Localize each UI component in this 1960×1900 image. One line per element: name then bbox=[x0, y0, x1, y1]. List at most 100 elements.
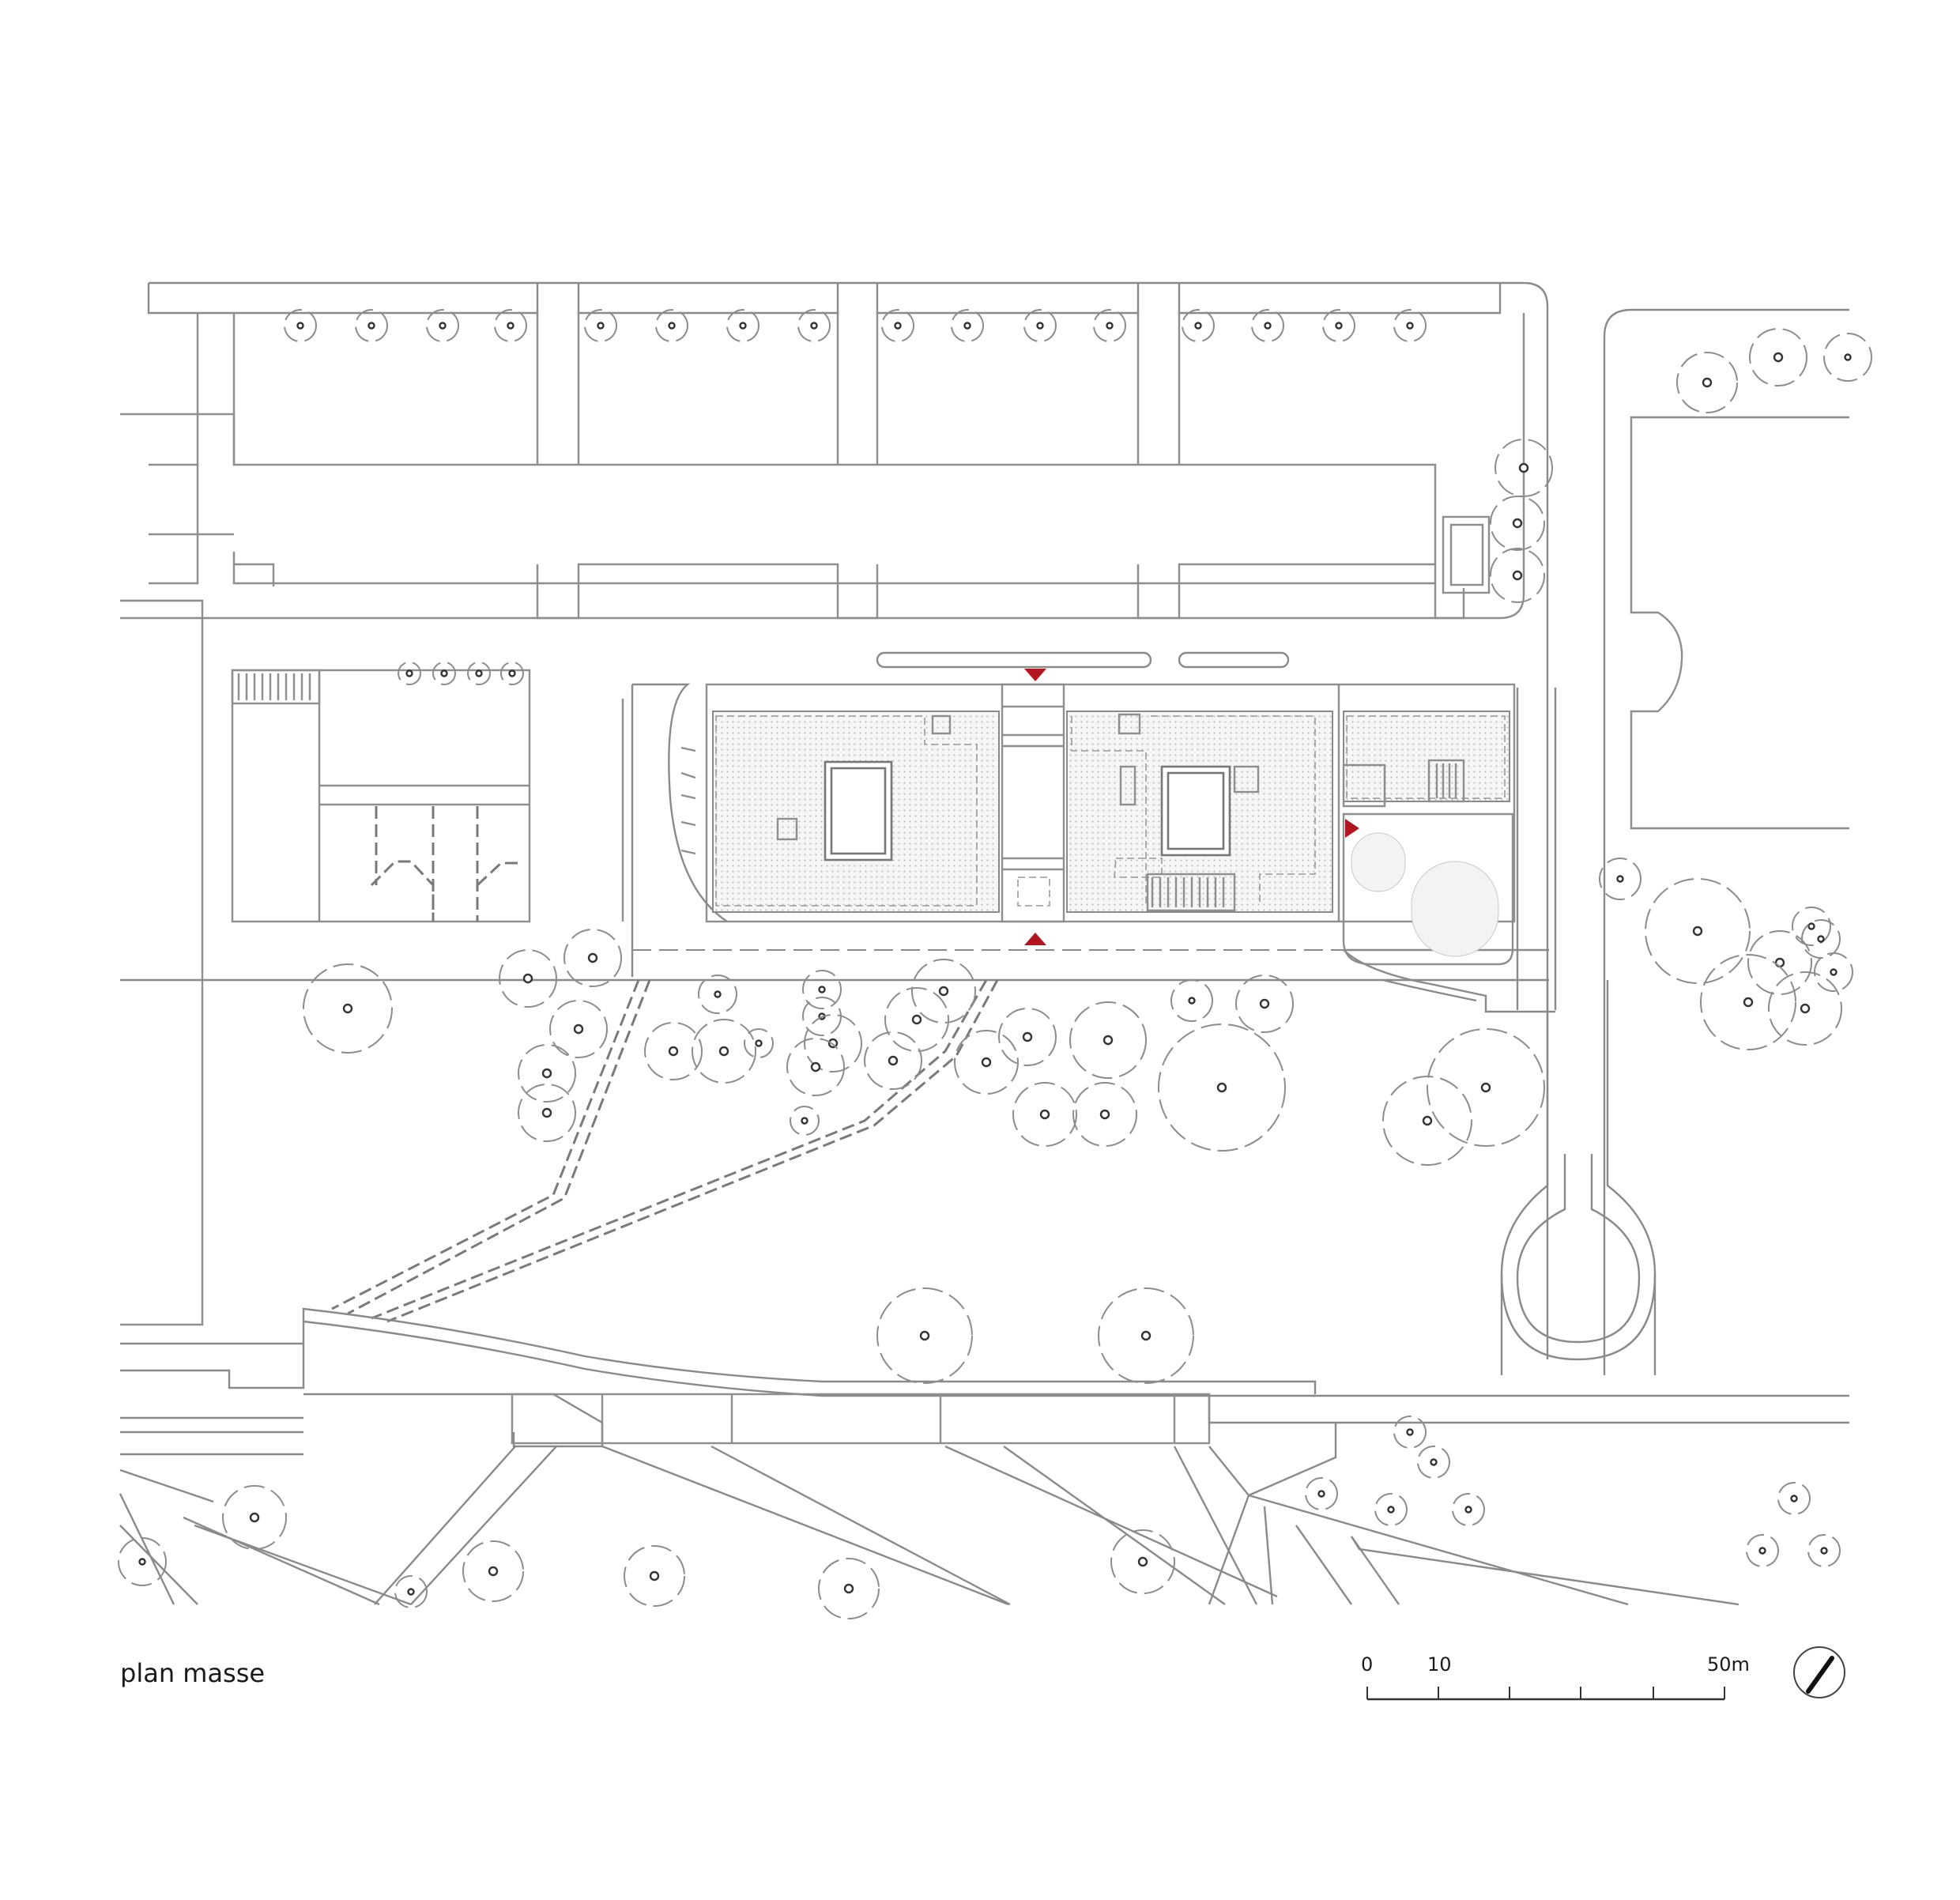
tree-trunk bbox=[1188, 997, 1196, 1005]
tree-canopy bbox=[864, 1031, 922, 1090]
access-lanes bbox=[120, 651, 1557, 1013]
tree-canopy bbox=[1072, 1082, 1137, 1147]
building-west bbox=[231, 669, 624, 923]
tree-trunk bbox=[597, 322, 605, 330]
tree-canopy bbox=[284, 309, 317, 342]
tree-canopy bbox=[500, 662, 524, 685]
tree-canopy bbox=[1749, 328, 1807, 386]
tree-canopy bbox=[954, 1030, 1019, 1095]
tree-trunk bbox=[1844, 353, 1852, 361]
tree-canopy bbox=[744, 1028, 774, 1058]
tree-canopy bbox=[881, 309, 914, 342]
tree-canopy bbox=[564, 929, 622, 987]
tree-trunk bbox=[440, 669, 448, 677]
tree-canopy bbox=[1235, 975, 1294, 1033]
tree-trunk bbox=[888, 1055, 899, 1066]
tree-canopy bbox=[692, 1019, 756, 1084]
tree-trunk bbox=[718, 1046, 729, 1057]
tree-trunk bbox=[919, 1330, 930, 1341]
tree-trunk bbox=[1692, 925, 1703, 937]
tree-trunk bbox=[342, 1003, 353, 1014]
tree-canopy bbox=[499, 949, 557, 1008]
tree-canopy bbox=[118, 1537, 167, 1586]
tree-trunk bbox=[1194, 322, 1202, 330]
tree-trunk bbox=[1039, 1109, 1050, 1120]
tree-canopy bbox=[790, 1106, 820, 1136]
tree-canopy bbox=[432, 662, 456, 685]
tree-trunk bbox=[1036, 322, 1044, 330]
tree-canopy bbox=[1417, 1446, 1450, 1479]
tree-canopy bbox=[1599, 858, 1642, 900]
footpaths bbox=[331, 979, 999, 1323]
tree-canopy bbox=[644, 1022, 703, 1080]
tree-trunk bbox=[818, 986, 826, 993]
tree-trunk bbox=[1406, 322, 1414, 330]
tree-canopy bbox=[1023, 309, 1057, 342]
plan-title: plan masse bbox=[120, 1658, 266, 1688]
tree-trunk bbox=[1773, 352, 1784, 363]
tree-canopy bbox=[467, 662, 491, 685]
tree-trunk bbox=[981, 1057, 992, 1068]
tree-trunk bbox=[587, 952, 598, 963]
tree-trunk bbox=[541, 1107, 552, 1118]
tree-canopy bbox=[1676, 352, 1738, 413]
tree-canopy bbox=[494, 309, 527, 342]
tree-canopy bbox=[726, 309, 760, 342]
tree-trunk bbox=[668, 1046, 679, 1057]
tree-trunk bbox=[1264, 322, 1272, 330]
tree-trunk bbox=[1430, 1458, 1438, 1466]
tree-canopy bbox=[1322, 309, 1355, 342]
tree-canopy bbox=[584, 309, 617, 342]
tree-canopy bbox=[804, 1014, 862, 1073]
tree-canopy bbox=[1814, 952, 1853, 992]
tree-trunk bbox=[1790, 1495, 1798, 1502]
tree-canopy bbox=[1777, 1482, 1811, 1515]
scale-label-10: 10 bbox=[1427, 1653, 1452, 1676]
tree-canopy bbox=[797, 309, 831, 342]
tree-trunk bbox=[649, 1570, 660, 1581]
tree-trunk bbox=[508, 669, 516, 677]
tree-trunk bbox=[1702, 377, 1713, 388]
tree-trunk bbox=[1817, 935, 1825, 943]
tree-trunk bbox=[1406, 1428, 1414, 1436]
main-building bbox=[680, 683, 1516, 966]
tree-trunk bbox=[1216, 1082, 1227, 1093]
tree-canopy bbox=[1393, 1416, 1427, 1449]
tree-canopy bbox=[655, 309, 688, 342]
tree-canopy bbox=[1490, 548, 1545, 603]
tree-trunk bbox=[1758, 1547, 1766, 1555]
tree-trunk bbox=[138, 1558, 146, 1566]
tree-canopy bbox=[1494, 439, 1553, 497]
parking-block-north bbox=[120, 281, 1549, 1359]
tree-trunk bbox=[1807, 922, 1815, 930]
tree-trunk bbox=[407, 1588, 415, 1596]
tree-trunk bbox=[801, 1117, 808, 1125]
tree-canopy bbox=[549, 1000, 608, 1058]
tree-canopy bbox=[1700, 954, 1796, 1050]
tree-canopy bbox=[1098, 1287, 1194, 1384]
building-east bbox=[1603, 308, 1849, 1375]
turnaround-loop bbox=[1500, 980, 1657, 1375]
tree-canopy bbox=[1490, 496, 1545, 551]
trees bbox=[118, 309, 1872, 1619]
tree-canopy bbox=[884, 987, 949, 1052]
tree-trunk bbox=[1512, 570, 1523, 581]
tree-canopy bbox=[998, 1008, 1057, 1066]
tree-trunk bbox=[1422, 1115, 1433, 1126]
tree-trunk bbox=[1335, 322, 1343, 330]
tree-canopy bbox=[518, 1044, 576, 1103]
tree-trunk bbox=[1140, 1330, 1152, 1341]
tree-canopy bbox=[1792, 907, 1831, 946]
tree-canopy bbox=[1747, 930, 1812, 995]
tree-trunk bbox=[739, 322, 747, 330]
tree-canopy bbox=[1012, 1082, 1077, 1147]
tree-trunk bbox=[1820, 1547, 1828, 1555]
tree-canopy bbox=[698, 975, 737, 1014]
tree-canopy bbox=[303, 963, 393, 1054]
tree-trunk bbox=[1480, 1082, 1491, 1093]
tree-trunk bbox=[249, 1512, 260, 1523]
tree-trunk bbox=[1464, 1506, 1472, 1514]
tree-trunk bbox=[714, 990, 722, 998]
tree-canopy bbox=[911, 959, 976, 1024]
